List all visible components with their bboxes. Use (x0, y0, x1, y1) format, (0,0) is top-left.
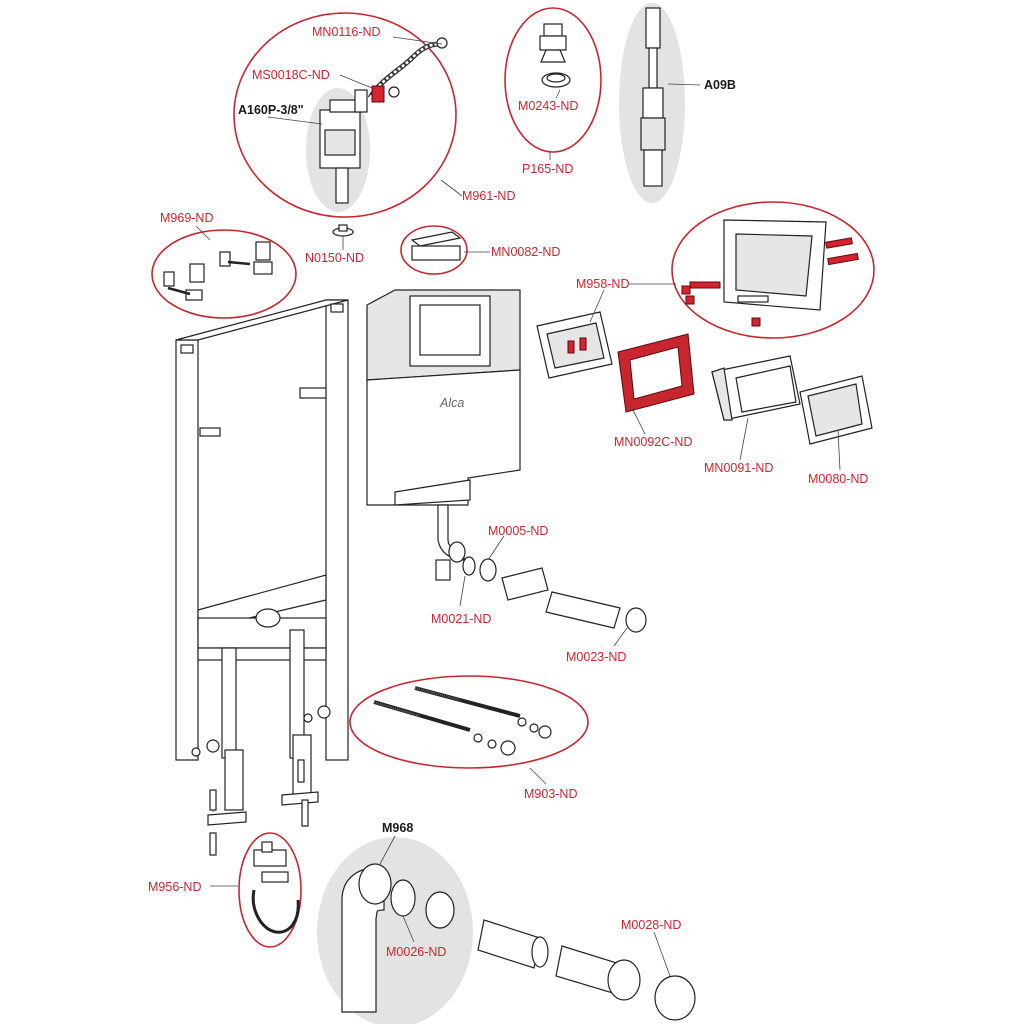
flush-pipe (501, 567, 647, 633)
leader-lines (195, 36, 841, 977)
m0028-pipe (477, 919, 696, 1021)
label-m0028: M0028-ND (621, 918, 681, 932)
m969-circle (151, 229, 297, 319)
fill-valve-group (319, 37, 448, 204)
label-m0080: M0080-ND (808, 472, 868, 486)
mn0082-part (410, 231, 462, 261)
m956-circle (238, 832, 302, 948)
flush-valve-a09b (640, 7, 666, 187)
label-mn0116: MN0116-ND (312, 25, 381, 39)
m968-highlight (317, 837, 473, 1024)
label-m0023: M0023-ND (566, 650, 626, 664)
m958-circle (671, 201, 875, 339)
part-labels: MN0116-ND MS0018C-ND A160P-3/8" M961-ND … (148, 25, 868, 959)
drain-seals (448, 541, 497, 582)
p165-connector (539, 23, 571, 88)
label-ms0018c: MS0018C-ND (252, 68, 330, 82)
label-m0243: M0243-ND (518, 99, 578, 113)
label-m0005: M0005-ND (488, 524, 548, 538)
mn0091-box (711, 355, 801, 421)
m956-bracket (251, 841, 300, 934)
n0150-part (332, 224, 354, 237)
label-m968: M968 (382, 821, 413, 835)
m958-plate (536, 311, 613, 379)
mn0082-circle (400, 225, 468, 275)
label-mn0092c: MN0092C-ND (614, 435, 693, 449)
m961-circle (233, 12, 457, 218)
mn0092c-frame (617, 333, 695, 413)
label-a09b: A09B (704, 78, 736, 92)
label-m0026: M0026-ND (386, 945, 446, 959)
m969-brackets (163, 241, 273, 301)
label-m961: M961-ND (462, 189, 516, 203)
label-n0150: N0150-ND (305, 251, 364, 265)
brand-logo: Alca (439, 396, 464, 410)
label-m0021: M0021-ND (431, 612, 491, 626)
m958-exploded-plate (681, 219, 859, 327)
m968-bend (341, 863, 455, 1013)
m903-circle (349, 675, 589, 769)
label-m903: M903-ND (524, 787, 578, 801)
m903-fixings (373, 686, 552, 756)
m0080-plate (799, 375, 873, 445)
label-m956: M956-ND (148, 880, 202, 894)
label-mn0082: MN0082-ND (491, 245, 560, 259)
label-m958: M958-ND (576, 277, 630, 291)
label-mn0091: MN0091-ND (704, 461, 773, 475)
p165-circle (504, 7, 602, 153)
label-a160p: A160P-3/8" (238, 103, 304, 117)
cistern: Alca (366, 289, 521, 581)
installation-frame (175, 299, 349, 856)
label-p165: P165-ND (522, 162, 573, 176)
label-m969: M969-ND (160, 211, 214, 225)
